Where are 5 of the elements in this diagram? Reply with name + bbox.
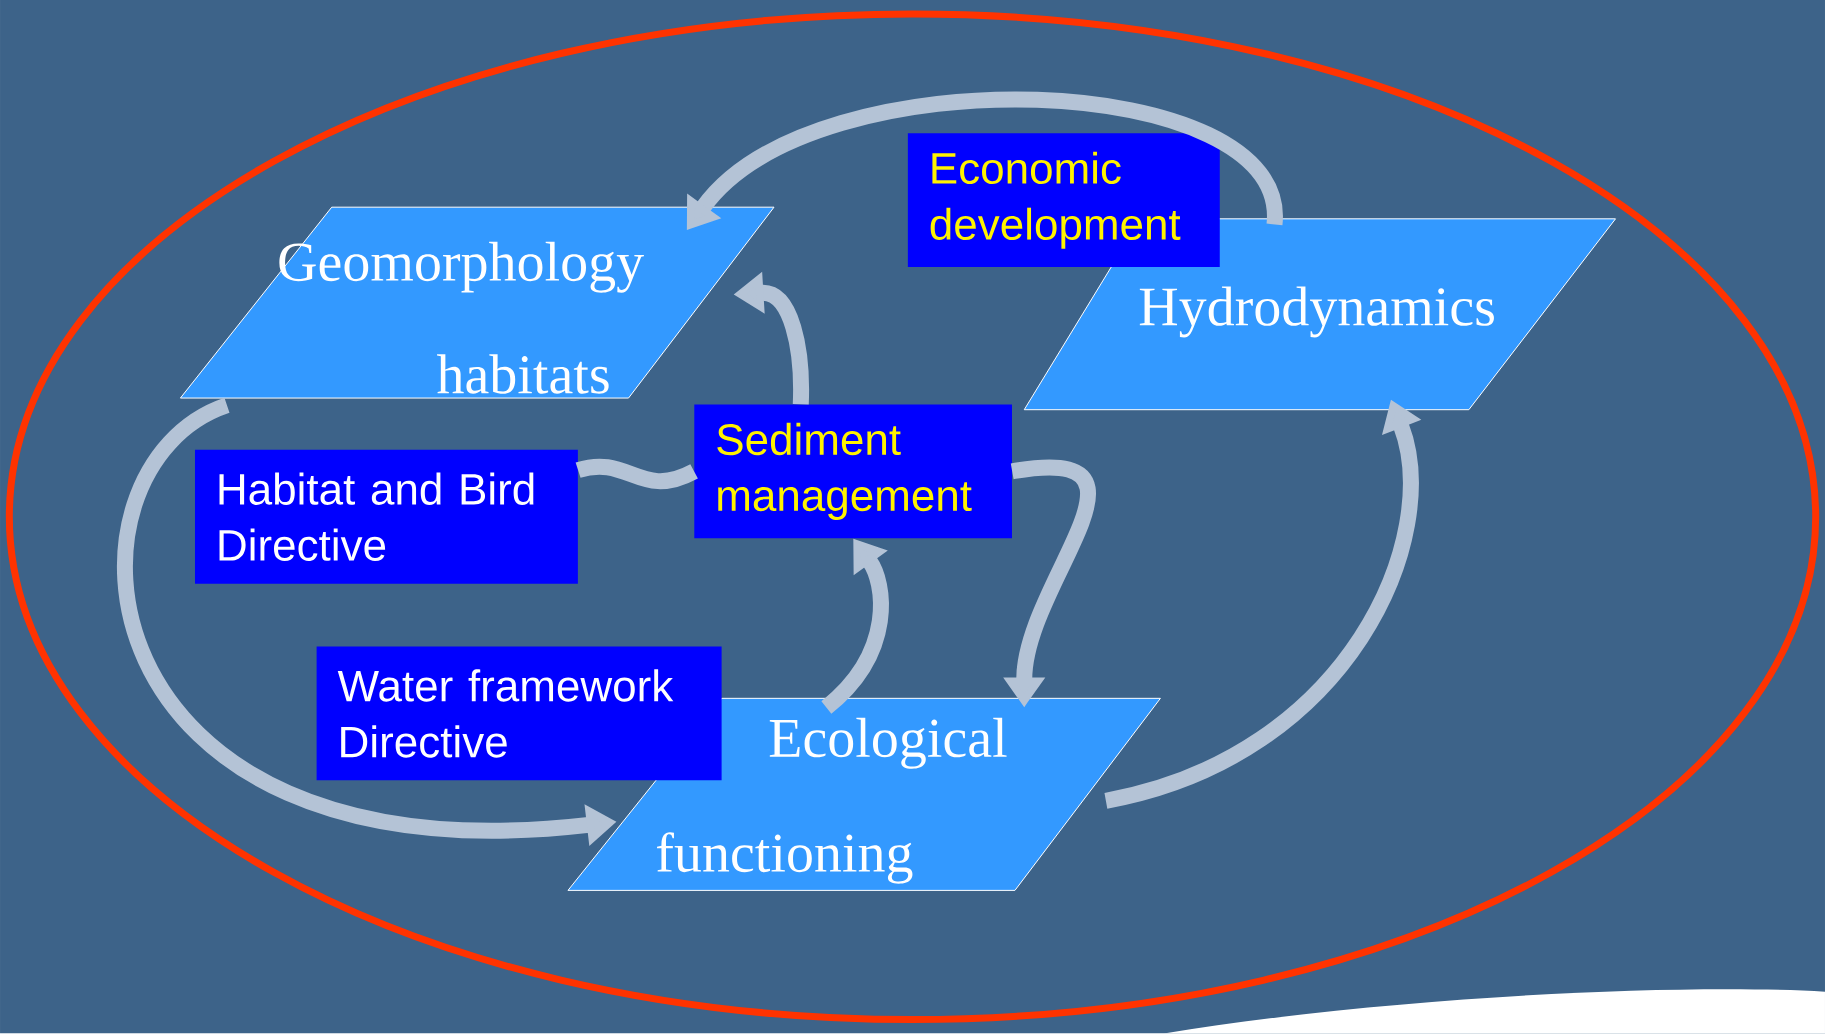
text-box: Sediment management (694, 404, 1012, 539)
text-box: Water framework Directive (316, 646, 722, 781)
parallelogram-box: Geomorphology habitats (179, 206, 775, 399)
text-box: Habitat and Bird Directive (195, 450, 578, 584)
text-box: Economic development (907, 133, 1220, 268)
